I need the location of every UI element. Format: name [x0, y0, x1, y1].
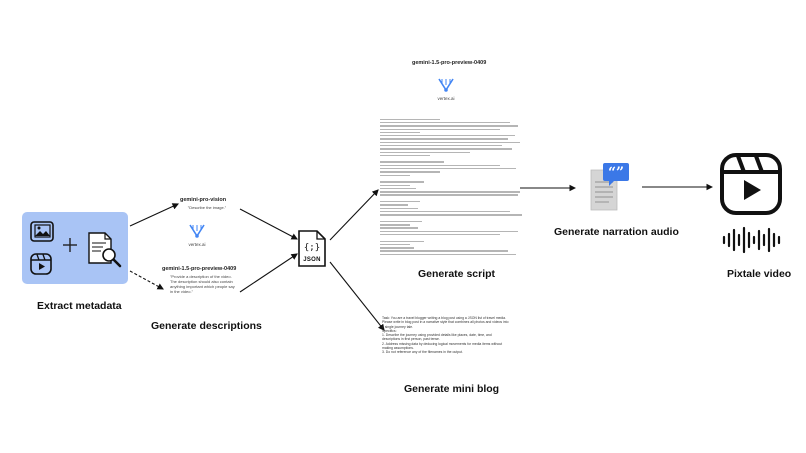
json-file-icon: {;}: [298, 230, 326, 267]
pixtale-video-label: Pixtale video: [727, 268, 792, 280]
arrow-metadata-to-vision: [129, 203, 179, 227]
image-icon: [30, 221, 54, 242]
script-prompt-document: [380, 118, 522, 258]
audio-waveform-icon: [722, 226, 781, 254]
blog-line: making assumptions.: [382, 346, 414, 351]
video-reel-icon-large: [720, 153, 782, 215]
vertex-ai-label-script: vertex.ai: [437, 96, 455, 101]
blog-line: 3. Do not reference any of the filenames…: [382, 350, 463, 355]
vertex-ai-icon-script: [438, 78, 454, 92]
blog-line: Please write in blog post in a narrative…: [382, 320, 509, 325]
generate-script-label: Generate script: [418, 268, 496, 280]
gemini-pro-vision-label: gemini-pro-vision: [180, 197, 227, 203]
vertex-ai-icon: [189, 224, 205, 238]
document-search-icon: [88, 232, 122, 268]
extract-metadata-label: Extract metadata: [37, 300, 122, 312]
vertex-ai-label-descriptions: vertex.ai: [188, 242, 206, 247]
blog-line: descriptions in first person, past tense…: [382, 337, 440, 342]
svg-text:“”: “”: [608, 165, 624, 181]
arrow-json-to-blog: [329, 261, 385, 331]
blog-line: 1. Describe the journey using provided d…: [382, 333, 492, 338]
generate-narration-audio-label: Generate narration audio: [554, 226, 679, 238]
gemini-1-5-pro-label-descriptions: gemini-1.5-pro-preview-0409: [162, 266, 237, 272]
blog-line: a single journey tale.: [382, 324, 414, 329]
text-to-speech-icon: “”: [590, 163, 629, 211]
arrow-vision-to-json: [239, 208, 298, 240]
blog-line: Specifics:: [382, 328, 397, 333]
json-file-label: JSON: [303, 257, 321, 263]
describe-video-prompt: "Provide a description of the video. The…: [170, 274, 235, 294]
describe-image-prompt: "Describe the image.": [187, 205, 227, 210]
arrow-metadata-to-video-model: [129, 270, 164, 290]
gemini-1-5-pro-label-script: gemini-1.5-pro-preview-0409: [412, 60, 487, 66]
metadata-box: [22, 212, 128, 284]
arrow-video-model-to-json: [239, 253, 298, 293]
blog-prompt-text: Task: You are a travel blogger writing a…: [382, 316, 522, 355]
generate-descriptions-label: Generate descriptions: [151, 320, 262, 332]
svg-text:{;}: {;}: [304, 243, 320, 253]
blog-line: Task: You are a travel blogger writing a…: [382, 316, 507, 320]
video-reel-icon: [30, 253, 52, 275]
generate-mini-blog-label: Generate mini blog: [404, 383, 500, 395]
plus-icon: [63, 238, 77, 252]
blog-line: 2. Address missing data by deducing logi…: [382, 341, 503, 346]
arrow-json-to-script: [329, 189, 379, 241]
